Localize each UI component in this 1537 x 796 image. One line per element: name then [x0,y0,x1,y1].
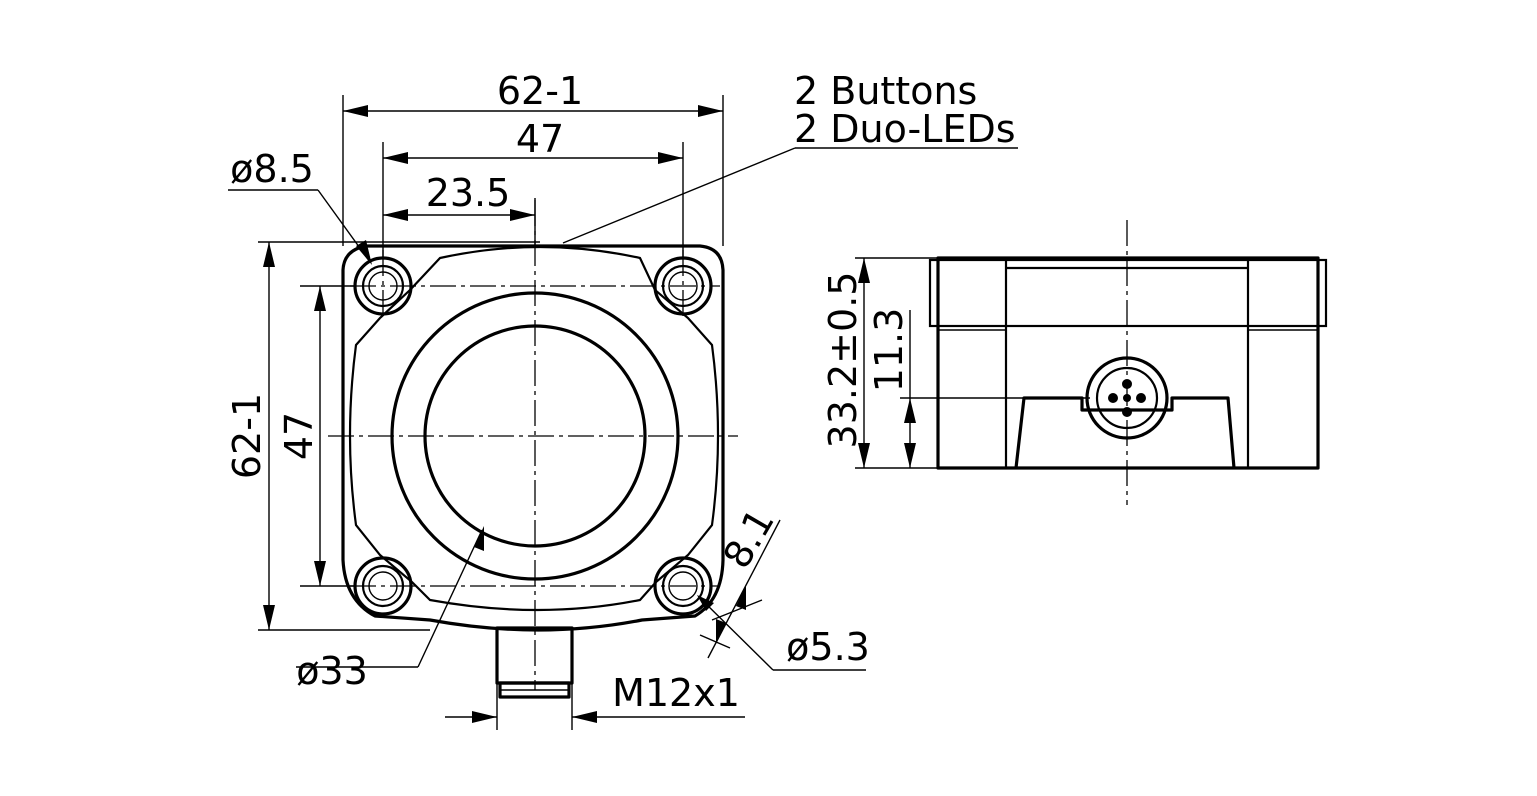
side-lid [928,258,1328,328]
front-view: 62-1 47 23.5 62-1 47 [225,69,870,730]
dim-hole-pitch-x: 47 [383,117,683,164]
dim-hole-pitch-x-label: 47 [516,117,564,161]
dim-connector-thread-label: M12x1 [612,671,740,715]
dim-height-overall: 62-1 [225,242,275,630]
dim-side-height: 33.2±0.5 [821,258,870,468]
callout-line-2: 2 Duo-LEDs [794,107,1016,151]
dim-hole-pitch-y-label: 47 [277,412,321,460]
callout: 2 Buttons 2 Duo-LEDs [562,69,1018,244]
dim-height-overall-label: 62-1 [225,393,269,479]
dim-width-overall-label: 62-1 [497,69,583,113]
housing-outline [341,244,725,632]
side-view: 33.2±0.5 11.3 [821,220,1328,505]
dim-window-label: ø33 [296,649,368,693]
dim-connector-height: 11.3 [867,308,916,468]
dim-hole-pitch-y: 47 [277,286,326,586]
dim-hole-label: ø5.3 [786,625,870,669]
dim-window: ø33 [296,526,484,693]
dim-connector-height-label: 11.3 [867,308,911,393]
dim-corner-offset-label: 8.1 [715,501,783,575]
dim-half-pitch-x-label: 23.5 [426,171,511,215]
extension-lines [258,95,724,730]
dim-half-pitch-x: 23.5 [383,171,535,221]
dim-side-height-label: 33.2±0.5 [821,272,865,449]
dim-connector-thread: M12x1 [445,671,745,723]
dim-width-overall: 62-1 [343,69,723,117]
dim-counterbore: ø8.5 [228,147,372,265]
dim-hole: ø5.3 [697,595,870,671]
dim-counterbore-label: ø8.5 [230,147,314,191]
callout-line-1: 2 Buttons [794,69,977,113]
